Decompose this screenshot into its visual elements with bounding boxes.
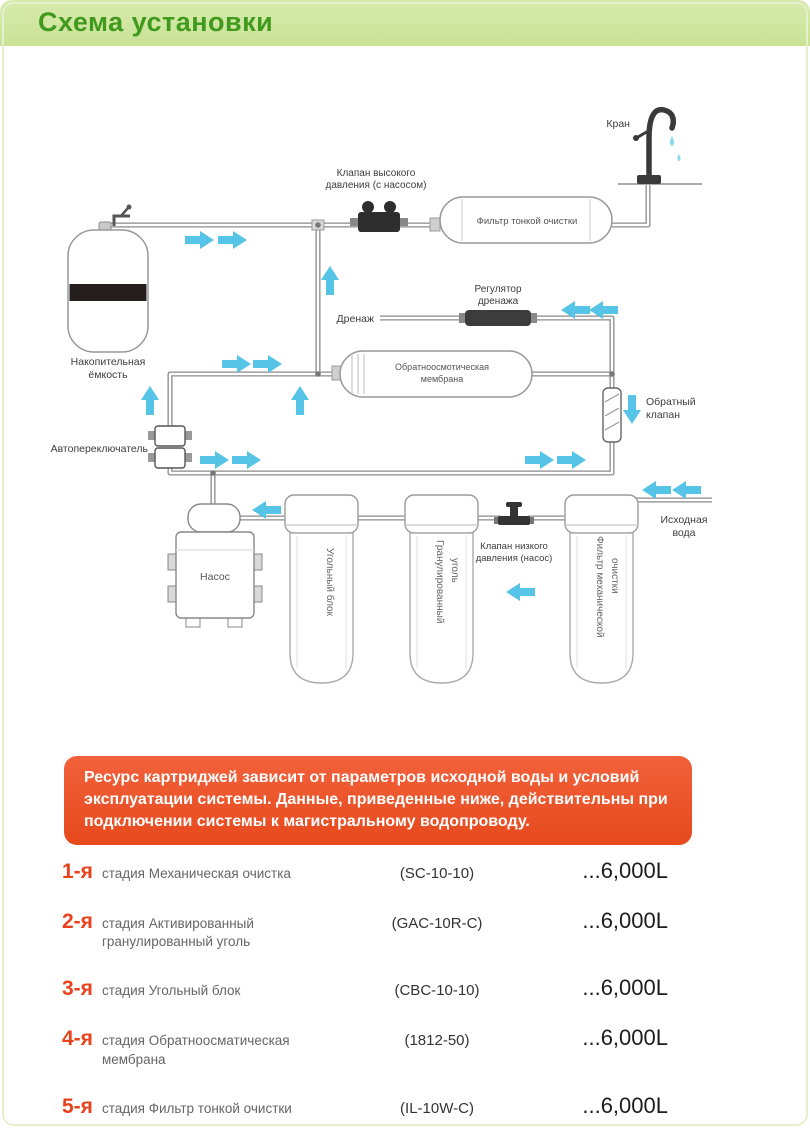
faucet [618,106,702,185]
label-carbon-block: Угольный блок [324,548,336,617]
table-row: 4-я стадия Обратноосматическая мембрана … [62,1025,668,1068]
stage-number: 3-я [62,977,93,1001]
flow-arrow-up [291,386,309,415]
stage-label: 5-я стадия Фильтр тонкой очистки [62,1095,362,1119]
flow-arrow-left [506,583,535,601]
stage-number: 1-я [62,860,93,883]
label-fine-filter: Фильтр тонкой очистки [477,216,578,227]
stages-table: 1-я стадия Механическая очистка (SC-10-1… [62,858,668,1143]
storage-tank [67,204,149,353]
water-drop-icon [669,136,675,147]
flow-arrow-down [623,395,641,424]
table-row: 2-я стадия Активированный гранулированны… [62,908,668,951]
label-source-water: Исходная [661,514,708,526]
label-check-valve: клапан [646,409,680,421]
label-ro-membrane: мембрана [421,374,463,384]
stage-resource: ...6,000L [582,1025,668,1051]
housing-mechanical-filter [564,494,639,684]
ro-membrane [331,350,533,398]
stage-name: стадия Обратноосматическая мембрана [101,1033,290,1067]
label-granulated-carbon: Гранулированный [434,540,445,623]
stage-name: стадия Угольный блок [101,983,241,999]
stage-resource: ...6,000L [582,908,668,933]
pump [167,503,263,628]
flow-arrow-up [141,386,159,415]
fine-filter [429,196,613,244]
flow-arrow-left [672,481,701,499]
label-drainage-regulator: Регулятор [474,284,521,295]
label-low-pressure-valve: давления (насос) [476,553,553,564]
housing-carbon-block [284,494,359,684]
stage-number: 2-я [62,910,93,933]
label-faucet: Кран [606,118,630,130]
flow-arrow-right [557,451,586,469]
label-storage-tank: Накопительная [71,356,146,368]
low-pressure-valve [494,502,534,525]
flow-arrow-up [321,266,339,295]
stage-code: (CBC-10-10) [394,982,480,1000]
diagram-labels: Кран Клапан высокого давления (с насосом… [51,118,708,638]
label-high-pressure-valve: Клапан высокого [337,168,416,179]
stage-resource: ...6,000L [582,858,668,883]
label-storage-tank: ёмкость [88,369,128,381]
stage-name: стадия Активированный гранулированный уг… [101,916,254,950]
check-valve [602,387,622,443]
label-granulated-carbon: уголь [449,558,460,583]
label-source-water: вода [672,527,695,539]
flow-arrow-right [200,451,229,469]
label-drainage-regulator: дренажа [478,296,519,307]
label-auto-switch: Автопереключатель [51,443,149,455]
flow-arrow-right [185,231,214,249]
table-row: 5-я стадия Фильтр тонкой очистки (IL-10W… [62,1093,668,1119]
stage-resource: ...6,000L [582,975,668,1001]
label-ro-membrane: Обратноосмотическая [395,362,489,372]
stage-label: 2-я стадия Активированный гранулированны… [62,910,362,951]
page-header: Схема установки [0,0,810,46]
flow-arrow-right [232,451,261,469]
stage-code: (GAC-10R-C) [391,915,483,932]
high-pressure-valve [350,201,408,232]
stage-code: (SC-10-10) [399,865,475,882]
stage-label: 1-я стадия Механическая очистка [62,860,362,884]
label-check-valve: Обратный [646,396,696,408]
stage-name: стадия Механическая очистка [101,866,291,881]
table-row: 3-я стадия Угольный блок (CBC-10-10) ...… [62,975,668,1001]
table-row: 1-я стадия Механическая очистка (SC-10-1… [62,858,668,884]
housing-granulated-carbon [404,494,479,684]
label-pump: Насос [200,571,230,583]
flow-arrow-right [253,355,282,373]
stage-label: 4-я стадия Обратноосматическая мембрана [62,1027,362,1068]
label-mechanical-filter: очистки [609,558,620,594]
stage-name: стадия Фильтр тонкой очистки [101,1100,292,1116]
stage-code: (1812-50) [404,1032,470,1050]
stage-resource: ...6,000L [582,1092,668,1118]
stage-label: 3-я стадия Угольный блок [62,977,362,1001]
stage-number: 4-я [62,1027,93,1051]
flow-arrow-right [525,451,554,469]
flow-arrow-right [222,355,251,373]
label-drainage: Дренаж [337,313,374,325]
page-title: Схема установки [38,7,274,37]
installation-diagram: Кран Клапан высокого давления (с насосом… [51,106,712,684]
label-low-pressure-valve: Клапан низкого [480,541,548,552]
label-high-pressure-valve: давления (с насосом) [326,180,427,191]
drainage-regulator [459,310,537,326]
stage-number: 5-я [62,1094,93,1118]
label-mechanical-filter: Фильтр механической [594,536,605,638]
notice-box: Ресурс картриджей зависит от параметров … [64,756,692,846]
flow-arrow-left [642,481,671,499]
water-drop-icon [677,154,681,162]
notice-text: Ресурс картриджей зависит от параметров … [84,769,668,831]
flow-arrow-right [218,231,247,249]
auto-switch [148,425,192,469]
stage-code: (IL-10W-C) [400,1099,474,1117]
